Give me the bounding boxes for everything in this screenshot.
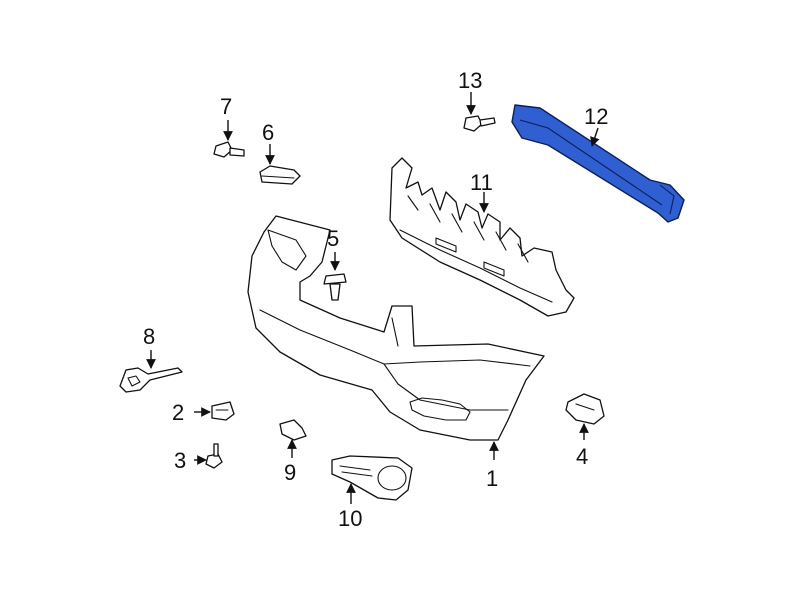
part-7-bolt[interactable] xyxy=(213,141,245,158)
part-2-bracket[interactable] xyxy=(211,401,235,421)
callout-3[interactable]: 3 xyxy=(174,448,186,473)
callout-2[interactable]: 2 xyxy=(172,400,184,425)
callout-9[interactable]: 9 xyxy=(284,460,296,485)
callout-7[interactable]: 7 xyxy=(220,94,232,119)
callout-12[interactable]: 12 xyxy=(584,104,608,129)
callout-labels: 1 2 3 4 5 6 7 8 9 10 11 12 13 xyxy=(143,68,608,531)
callout-leaders xyxy=(146,92,600,504)
callout-5[interactable]: 5 xyxy=(327,226,339,251)
callout-4[interactable]: 4 xyxy=(576,444,588,469)
part-11-energy-absorber[interactable] xyxy=(389,157,575,317)
part-5-clip[interactable] xyxy=(323,273,347,301)
callout-8[interactable]: 8 xyxy=(143,324,155,349)
part-4-bracket[interactable] xyxy=(565,393,605,425)
part-13-bolt[interactable] xyxy=(463,115,496,132)
callout-13[interactable]: 13 xyxy=(458,68,482,93)
part-10-fog-bezel[interactable] xyxy=(331,455,413,501)
callout-6[interactable]: 6 xyxy=(262,120,274,145)
part-9-retainer[interactable] xyxy=(279,419,307,441)
part-1-bumper-cover[interactable] xyxy=(247,215,545,441)
callout-10[interactable]: 10 xyxy=(338,506,362,531)
part-6-bracket[interactable] xyxy=(259,165,301,185)
part-12-reinforcement-bar[interactable] xyxy=(511,104,685,223)
callout-1[interactable]: 1 xyxy=(486,466,498,491)
part-3-bolt[interactable] xyxy=(205,443,223,469)
callout-11[interactable]: 11 xyxy=(470,170,493,195)
part-8-tow-hook[interactable] xyxy=(119,367,183,393)
